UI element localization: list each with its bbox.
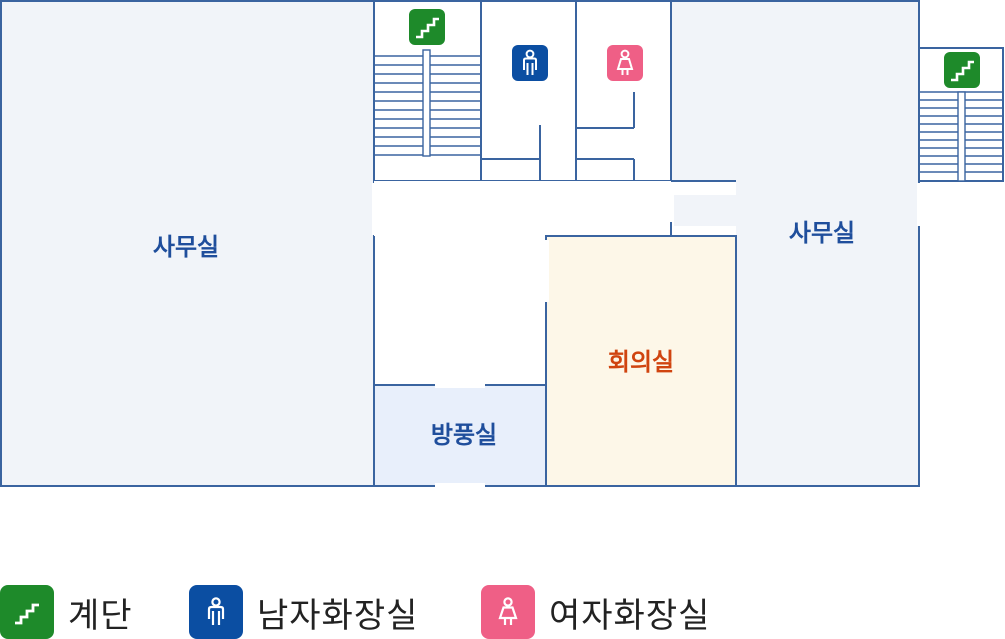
stair-rail-right — [957, 91, 966, 182]
stairs-icon — [409, 9, 445, 45]
man-icon — [189, 585, 243, 639]
womens-restroom-room — [575, 0, 672, 182]
stairs-icon — [0, 585, 54, 639]
office-right-label: 사무실 — [789, 219, 855, 247]
woman-icon — [607, 45, 643, 81]
door-gap — [674, 195, 922, 226]
legend-item-stairs: 계단 — [0, 585, 133, 639]
legend-label-stairs: 계단 — [68, 595, 133, 636]
woman-icon — [481, 585, 535, 639]
legend-label-mens-restroom: 남자화장실 — [257, 595, 419, 636]
mens-restroom-room — [480, 0, 577, 182]
door-gap — [917, 183, 923, 226]
door-gap — [435, 382, 485, 388]
office-left-room — [0, 0, 375, 487]
floor-plan: 사무실 사무실 회의실 방풍실 — [0, 0, 1004, 489]
legend-label-womens-restroom: 여자화장실 — [549, 595, 711, 636]
stair-rail — [422, 49, 431, 157]
windbreak-room-label: 방풍실 — [431, 421, 497, 449]
legend-item-mens-restroom: 남자화장실 — [189, 585, 418, 639]
stairs-icon — [944, 52, 980, 88]
office-left-label: 사무실 — [153, 233, 219, 261]
man-icon — [512, 45, 548, 81]
door-gap — [543, 240, 549, 302]
door-gap — [435, 483, 485, 489]
door-gap — [374, 183, 671, 235]
legend-item-womens-restroom: 여자화장실 — [481, 585, 710, 639]
meeting-room-label: 회의실 — [608, 348, 674, 376]
legend: 계단 남자화장실 여자화장실 — [0, 585, 1005, 639]
door-gap — [640, 183, 670, 235]
meeting-room — [545, 235, 737, 487]
